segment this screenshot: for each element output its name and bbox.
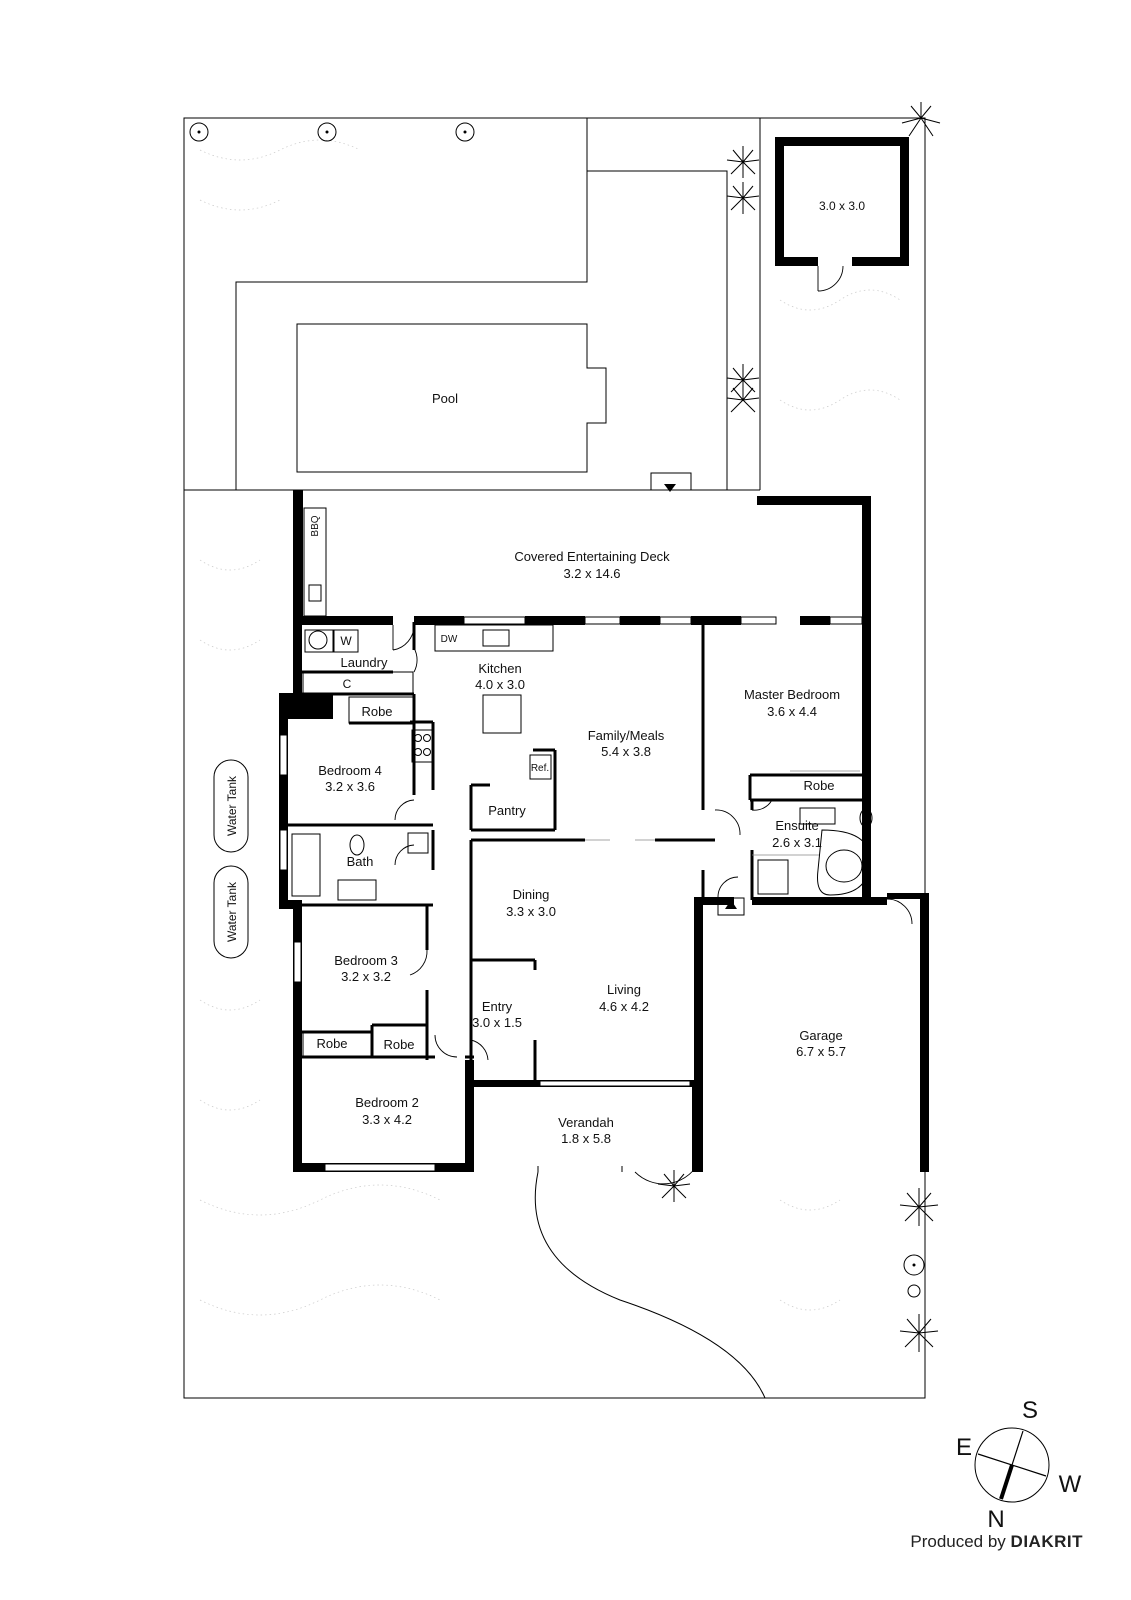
- living-dims: 4.6 x 4.2: [599, 999, 649, 1014]
- shrub-icon: [901, 102, 941, 137]
- dining-dims: 3.3 x 3.0: [506, 904, 556, 919]
- dining-name: Dining: [513, 887, 550, 902]
- washer-label: W: [340, 634, 352, 648]
- tree-icon: [189, 122, 209, 142]
- bed4-robe-name: Robe: [361, 704, 392, 719]
- shrub-icon: [899, 1188, 939, 1226]
- garage-entry-step: [717, 897, 745, 916]
- water-tank-1: [213, 759, 249, 853]
- ensuite-dims: 2.6 x 3.1: [772, 835, 822, 850]
- shed-dims: 3.0 x 3.0: [819, 199, 865, 213]
- fridge-space: [529, 754, 552, 780]
- laundry-name: Laundry: [341, 655, 388, 670]
- kitchen-dims: 4.0 x 3.0: [475, 677, 525, 692]
- bed2-name: Bedroom 2: [355, 1095, 419, 1110]
- kitchen-sink-icon: [482, 629, 510, 647]
- pool-area: Pool: [235, 118, 761, 492]
- outdoor-sink-icon: [308, 584, 322, 602]
- pool-label: Pool: [432, 391, 458, 406]
- lawn-texture: [199, 139, 931, 1316]
- up-arrow-icon: [725, 900, 737, 909]
- kitchen-bench: [434, 624, 554, 652]
- water-tank-1-label: Water Tank: [225, 775, 239, 836]
- shower-icon: [407, 832, 429, 854]
- robe-a-name: Robe: [316, 1036, 347, 1051]
- compass-needle-icon: [999, 1464, 1014, 1500]
- fridge-label: Ref.: [531, 763, 549, 774]
- compass-e: E: [956, 1434, 972, 1461]
- tree-icon: [903, 1254, 925, 1276]
- washer-icon: [333, 629, 359, 653]
- front-path: [534, 1171, 766, 1399]
- bbq-label: BBQ: [310, 515, 321, 536]
- entry-dims: 3.0 x 1.5: [472, 1015, 522, 1030]
- shrub-icon: [657, 1170, 691, 1202]
- trough-icon: [308, 630, 328, 650]
- gate-arrow-icon: [664, 484, 676, 492]
- bed2-dims: 3.3 x 4.2: [362, 1112, 412, 1127]
- spa-bath-icon: [817, 829, 871, 896]
- kitchen-name: Kitchen: [478, 661, 521, 676]
- pantry-name: Pantry: [488, 803, 526, 818]
- verandah-dims: 1.8 x 5.8: [561, 1131, 611, 1146]
- compass-s: S: [1022, 1397, 1038, 1424]
- fixtures: BBQ W C DW Ref. Water Tank Water Tank: [213, 507, 873, 1399]
- doors: [392, 624, 913, 1185]
- entry-name: Entry: [482, 999, 513, 1014]
- ensuite-name: Ensuite: [775, 818, 818, 833]
- interior-walls: [288, 622, 866, 1080]
- master-robe-name: Robe: [803, 778, 834, 793]
- tree-icon: [455, 122, 475, 142]
- bed4-dims: 3.2 x 3.6: [325, 779, 375, 794]
- toilet-icon: [349, 834, 365, 856]
- tree-icon: [317, 122, 337, 142]
- shrub-icon: [726, 364, 760, 396]
- bbq-bench: [303, 507, 327, 617]
- family-dims: 5.4 x 3.8: [601, 744, 651, 759]
- house-walls: [279, 490, 929, 1172]
- ensuite-toilet-icon: [859, 808, 873, 828]
- producer-credit: Produced by DIAKRIT: [910, 1532, 1083, 1552]
- shrub-icon: [726, 182, 760, 214]
- pool-outline: [296, 323, 607, 473]
- bath-name: Bath: [347, 854, 374, 869]
- shed: 3.0 x 3.0: [775, 137, 909, 292]
- credit-prefix: Produced by: [910, 1532, 1006, 1551]
- verandah-name: Verandah: [558, 1115, 614, 1130]
- ensuite-shower-icon: [757, 859, 789, 895]
- bed3-name: Bedroom 3: [334, 953, 398, 968]
- cupboard-label: C: [343, 677, 352, 691]
- deck-dims: 3.2 x 14.6: [563, 566, 620, 581]
- compass-w: W: [1059, 1471, 1082, 1498]
- shrub-icon: [726, 384, 760, 413]
- garage-dims: 6.7 x 5.7: [796, 1044, 846, 1059]
- dishwasher-label: DW: [441, 634, 458, 645]
- compass-n: N: [987, 1506, 1004, 1533]
- master-dims: 3.6 x 4.4: [767, 704, 817, 719]
- garage-name: Garage: [799, 1028, 842, 1043]
- shrub-icon: [726, 146, 760, 178]
- bathtub-icon: [291, 833, 321, 897]
- robe-b-name: Robe: [383, 1037, 414, 1052]
- master-name: Master Bedroom: [744, 687, 840, 702]
- brand-logo: DIAKRIT: [1010, 1532, 1083, 1551]
- compass-circle: [974, 1427, 1050, 1503]
- cooktop-icon: [411, 729, 433, 763]
- tree-icon: [907, 1284, 921, 1298]
- family-name: Family/Meals: [588, 728, 665, 743]
- water-tank-2-label: Water Tank: [225, 881, 239, 942]
- shrub-icon: [899, 1314, 939, 1352]
- island-bench: [482, 694, 522, 734]
- compass: S E W N: [956, 1397, 1082, 1533]
- water-tank-2: [213, 865, 249, 959]
- room-labels: Covered Entertaining Deck 3.2 x 14.6 Lau…: [316, 549, 845, 1146]
- bed3-dims: 3.2 x 3.2: [341, 969, 391, 984]
- ensuite-vanity-icon: [799, 807, 836, 825]
- plants: [189, 102, 941, 1352]
- bed4-name: Bedroom 4: [318, 763, 382, 778]
- deck-name: Covered Entertaining Deck: [514, 549, 670, 564]
- living-name: Living: [607, 982, 641, 997]
- vanity-icon: [337, 879, 377, 901]
